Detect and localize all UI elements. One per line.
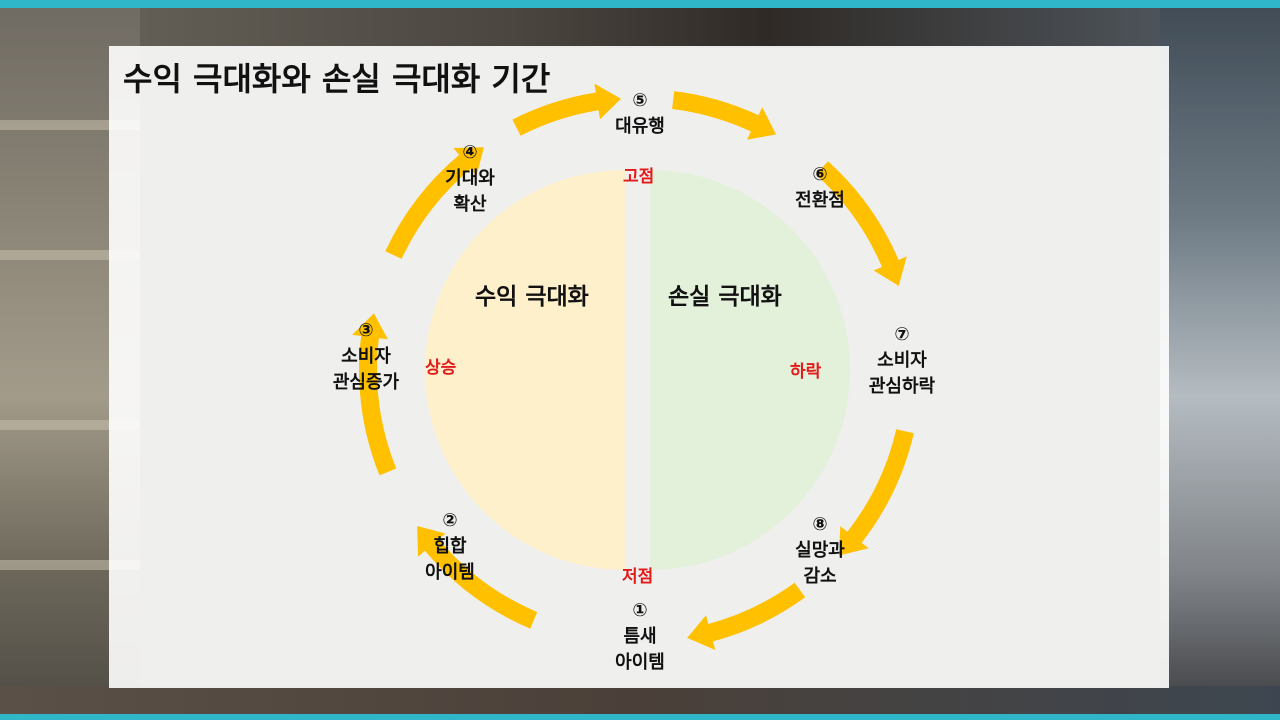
cycle-arrow-4	[512, 83, 621, 136]
stage-8-line-1: 실망과	[795, 540, 845, 561]
cycle-arrow-8	[687, 582, 806, 650]
stage-3-number: ③	[358, 320, 374, 341]
stage-4-node: ④ 기대와 확산	[400, 140, 540, 218]
stage-8-node: ⑧ 실망과 감소	[750, 512, 890, 590]
stage-7-line-2: 관심하락	[868, 376, 936, 397]
bottom-accent-bar	[0, 714, 1280, 720]
stage-4-line-2: 확산	[453, 194, 487, 215]
fall-label: 하락	[790, 362, 822, 382]
stage-3-line-2: 관심증가	[332, 372, 400, 393]
cycle-arrow-7	[838, 429, 914, 556]
stage-1-number: ①	[632, 600, 648, 621]
stage-6-number: ⑥	[812, 164, 828, 185]
peak-label: 고점	[623, 167, 655, 187]
stage-2-line-1: 힙합	[433, 536, 467, 557]
stage-4-number: ④	[462, 142, 478, 163]
stage-1-node: ① 틈새 아이템	[570, 598, 710, 676]
stage-5-node: ⑤ 대유행	[570, 88, 710, 140]
stage-6-line-1: 전환점	[795, 190, 845, 211]
cycle-arrow-1	[417, 526, 538, 629]
stage-7-line-1: 소비자	[877, 350, 927, 371]
stage-3-line-1: 소비자	[341, 346, 391, 367]
stage-1-line-2: 아이템	[615, 652, 665, 673]
stage-7-number: ⑦	[894, 324, 910, 345]
cycle-arrows	[352, 83, 914, 650]
stage-5-line-1: 대유행	[615, 116, 665, 137]
trough-label: 저점	[622, 567, 654, 587]
top-accent-bar	[0, 0, 1280, 8]
stage-2-number: ②	[442, 510, 458, 531]
stage-2-line-2: 아이템	[425, 562, 475, 583]
background-photo-top	[0, 0, 1280, 48]
stage-1-line-1: 틈새	[623, 626, 657, 647]
stage-5-number: ⑤	[632, 90, 648, 111]
stage-7-node: ⑦ 소비자 관심하락	[832, 322, 972, 400]
stage-4-line-1: 기대와	[445, 168, 495, 189]
loss-half-label: 손실 극대화	[668, 284, 782, 310]
profit-half-label: 수익 극대화	[475, 284, 589, 310]
background-photo-right	[1160, 0, 1280, 720]
stage-6-node: ⑥ 전환점	[750, 162, 890, 214]
stage-2-node: ② 힙합 아이템	[380, 508, 520, 586]
cycle-arrow-5	[672, 91, 776, 140]
cycle-arrow-3	[385, 147, 484, 259]
profit-half-circle	[425, 170, 625, 570]
rise-label: 상승	[425, 358, 457, 378]
loss-half-circle	[650, 170, 850, 570]
stage-8-number: ⑧	[812, 514, 828, 535]
stage-8-line-2: 감소	[803, 566, 837, 587]
cycle-arrow-6	[816, 161, 907, 286]
slide-title: 수익 극대화와 손실 극대화 기간	[123, 60, 551, 98]
content-panel	[109, 46, 1169, 688]
stage-3-node: ③ 소비자 관심증가	[296, 318, 436, 396]
cycle-arrow-2	[352, 313, 397, 476]
